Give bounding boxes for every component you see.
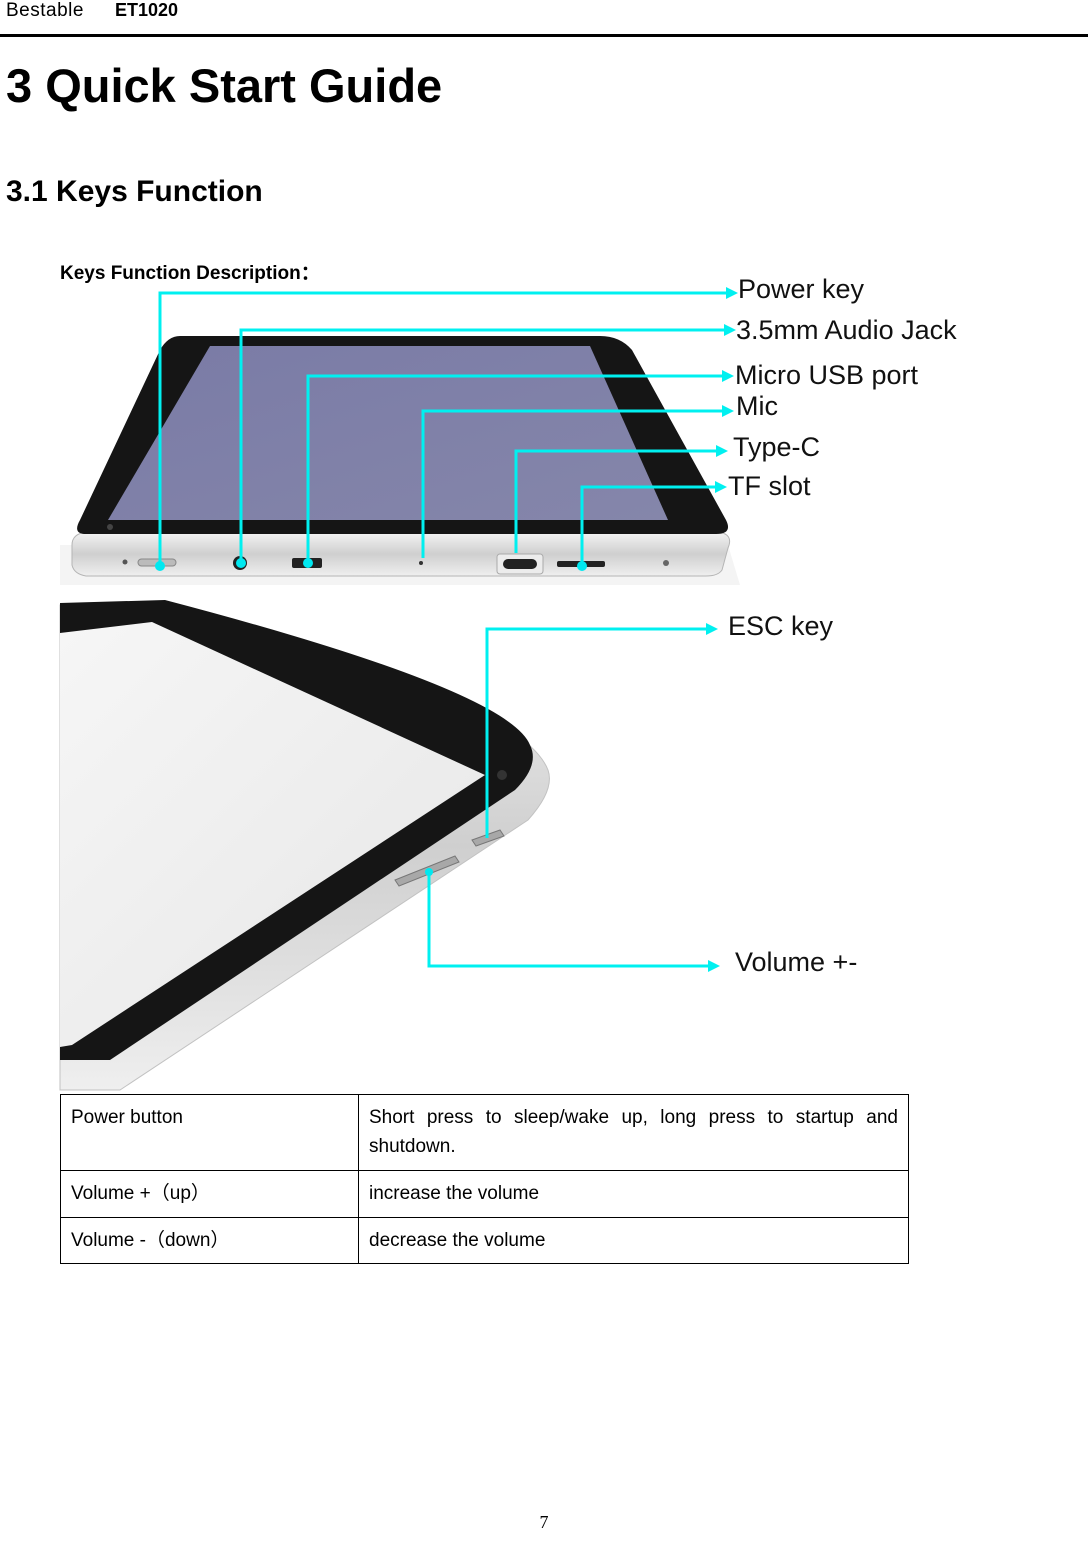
header-rule <box>0 34 1088 37</box>
callout-lines <box>158 291 726 968</box>
section-title: 3.1 Keys Function <box>6 175 263 208</box>
callout-volume: Volume +- <box>735 947 858 977</box>
arrow-audio <box>724 324 736 336</box>
table-row: Power button Short press to sleep/wake u… <box>60 1094 909 1171</box>
callout-line-mic <box>421 409 722 558</box>
arrow-tf <box>715 481 727 493</box>
keys-table: Power button Short press to sleep/wake u… <box>60 1094 909 1265</box>
table-cell-key: Volume -（down） <box>60 1216 359 1265</box>
table-cell-key: Volume +（up） <box>60 1169 359 1218</box>
callout-line-typec <box>514 449 716 553</box>
callout-line-audio <box>239 328 724 563</box>
callout-audio-jack: 3.5mm Audio Jack <box>736 315 957 345</box>
callout-dots <box>155 558 587 876</box>
callout-mic: Mic <box>736 391 778 421</box>
dot-power <box>155 561 165 571</box>
callout-line-usb <box>306 374 722 563</box>
callout-tf-slot: TF slot <box>728 471 811 501</box>
dot-audio <box>236 558 246 568</box>
callout-line-esc <box>485 627 706 838</box>
tablet-diagram <box>59 287 740 1091</box>
table-cell-desc: increase the volume <box>358 1169 909 1218</box>
callout-line-power <box>158 291 726 566</box>
section-description: Keys Function Description： <box>60 263 320 284</box>
table-cell-key: Power button <box>60 1094 359 1171</box>
tablet-top-view <box>60 336 740 585</box>
callout-line-tf <box>580 485 715 566</box>
arrow-usb <box>722 370 734 382</box>
arrow-typec <box>716 445 728 457</box>
callout-power-key: Power key <box>738 274 865 304</box>
page-number: 7 <box>539 1512 549 1532</box>
table-cell-desc: Short press to sleep/wake up, long press… <box>358 1094 909 1171</box>
dot-tf <box>577 561 587 571</box>
page-title: 3 Quick Start Guide <box>6 59 443 112</box>
table-cell-desc: decrease the volume <box>358 1216 909 1265</box>
dot-usb <box>303 558 313 568</box>
callout-esc-key: ESC key <box>728 611 834 641</box>
arrow-mic <box>722 405 734 417</box>
arrow-volume <box>708 960 720 972</box>
table-row: Volume -（down） decrease the volume <box>60 1216 909 1265</box>
callout-type-c: Type-C <box>733 432 821 462</box>
brand-logo: Bestable <box>6 0 84 21</box>
arrow-power <box>726 287 738 299</box>
callout-micro-usb: Micro USB port <box>735 360 919 390</box>
arrow-esc <box>706 623 718 635</box>
table-row: Volume +（up） increase the volume <box>60 1169 909 1218</box>
tablet-side-view <box>59 600 550 1091</box>
dot-volume <box>425 868 433 876</box>
callout-line-volume <box>427 872 708 968</box>
callout-arrowheads <box>706 287 738 972</box>
model-name: ET1020 <box>115 0 179 20</box>
